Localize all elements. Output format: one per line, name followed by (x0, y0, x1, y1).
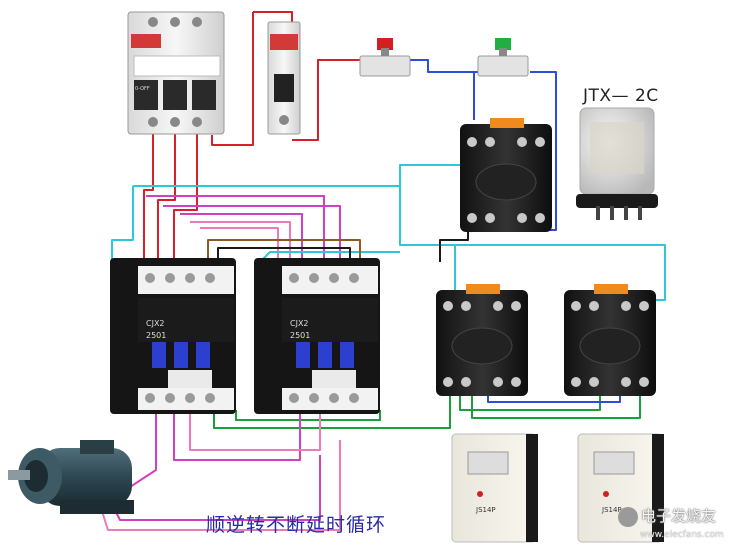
wire-red-to-stop (292, 59, 362, 141)
wire-green-1 (213, 388, 451, 429)
breaker-3pole: 0-OFF (127, 11, 225, 135)
wire-cyan-left (111, 186, 134, 263)
relay-socket-b (436, 284, 528, 396)
watermark-logo-icon (618, 506, 638, 527)
diagram-caption: 顺逆转不断延时循环 (206, 514, 387, 536)
time-relay-t2: JS14P (577, 433, 664, 543)
breaker-1pole (267, 21, 301, 135)
wire-red-supply-drop (211, 12, 254, 146)
t1-model-text: JS14P (475, 506, 496, 514)
wire-magenta-2 (163, 205, 341, 262)
wire-motor-feed2 (99, 440, 341, 531)
wire-motor-V (173, 410, 301, 461)
wire-blue-stop-start (410, 59, 482, 73)
wire-black-link (217, 247, 351, 262)
stop-button (359, 38, 411, 77)
wire-breaker-L3 (173, 134, 198, 262)
t2-model-text: JS14P (601, 506, 622, 514)
wire-brown-link (207, 239, 361, 262)
relay-socket-c (564, 284, 656, 396)
wire-green-3 (459, 388, 601, 411)
km2-number-text: 2501 (290, 331, 310, 340)
wire-magenta-3 (180, 213, 303, 262)
wire-green-2 (235, 410, 381, 421)
wire-pink-2 (200, 227, 279, 262)
km2-model-text: CJX2 (290, 319, 309, 328)
wire-breaker-L2 (157, 134, 176, 262)
relay-jtx2c (576, 107, 658, 220)
motor (8, 440, 134, 514)
wire-cyan-relayA (399, 164, 462, 245)
km1-number-text: 2501 (146, 331, 166, 340)
km1-model-text: CJX2 (146, 319, 165, 328)
wire-cyan-top (133, 185, 666, 301)
watermark-text: 电子发烧友 (641, 507, 717, 525)
watermark-url: www.elecfans.com (640, 530, 724, 540)
time-relay-t1: JS14P (451, 433, 538, 543)
wire-motor-W (189, 410, 321, 451)
contactor-km1: CJX2 2501 (110, 258, 236, 414)
contactor-km2: CJX2 2501 (254, 258, 380, 414)
wire-green-4 (471, 388, 641, 419)
wires (99, 11, 666, 531)
relay-model-label: JTX— 2C (583, 86, 659, 106)
relay-socket-a (460, 118, 552, 232)
start-button (477, 38, 529, 77)
wire-blue-start-right (530, 71, 557, 231)
wire-black-relayA (439, 225, 469, 262)
watermark: 电子发烧友 (618, 505, 716, 527)
svg-text:0-OFF: 0-OFF (135, 86, 150, 92)
wire-breaker-L1 (143, 134, 154, 262)
